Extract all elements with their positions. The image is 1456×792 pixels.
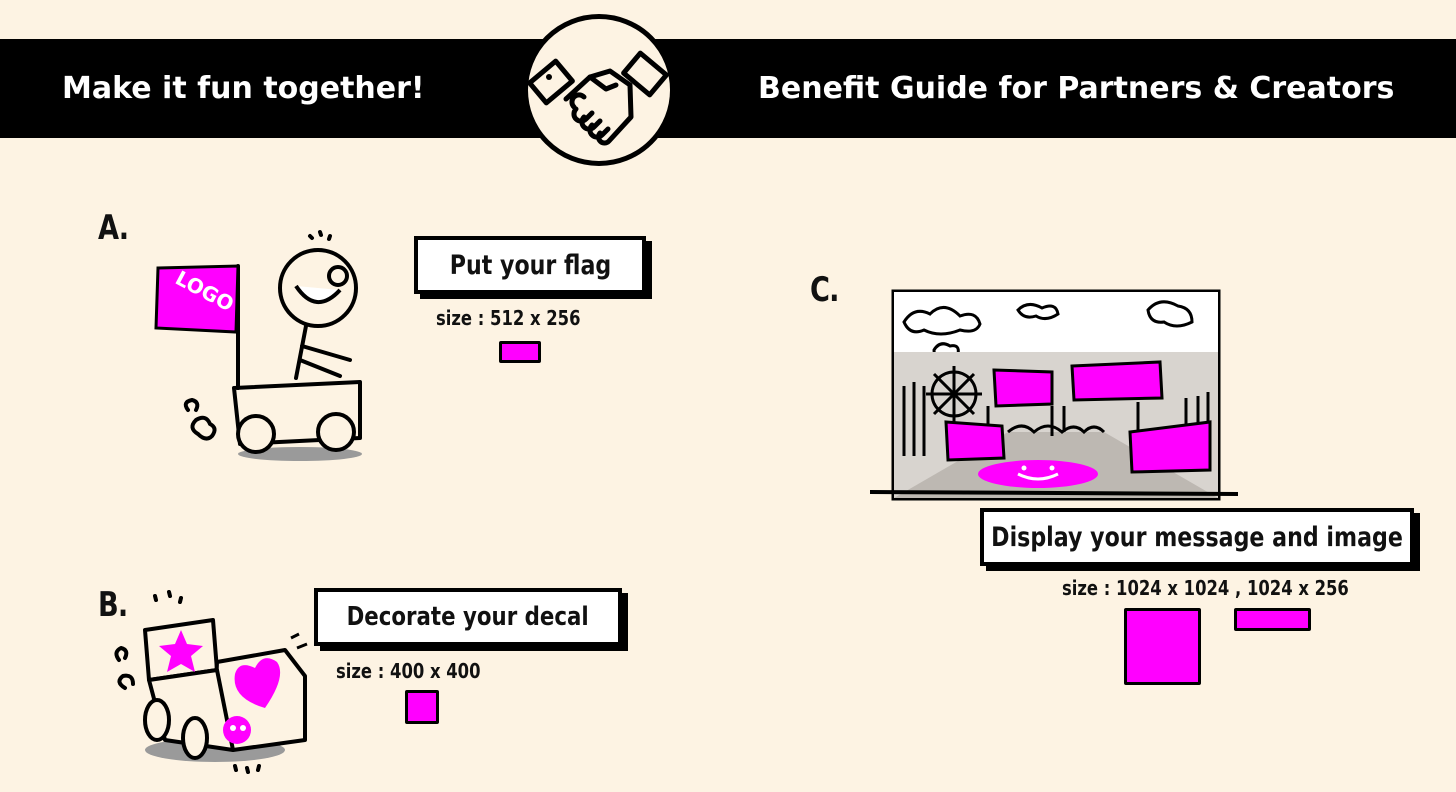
header-banner: Make it fun together! Benefit Guide for … [0, 39, 1456, 138]
callout-decorate-decal: Decorate your decal [314, 588, 622, 646]
section-c-letter: C. [810, 270, 839, 310]
callout-display-message: Display your message and image [980, 508, 1414, 566]
size-label-decal: size : 400 x 400 [336, 659, 481, 683]
decal-truck-illustration [114, 590, 308, 774]
flag-go-kart-illustration: LOGO [154, 230, 362, 461]
callout-display-message-label: Display your message and image [991, 521, 1403, 553]
callout-decorate-decal-label: Decorate your decal [346, 602, 590, 632]
decal-size-swatch [405, 690, 439, 724]
callout-put-flag: Put your flag [414, 236, 646, 294]
flag-size-swatch [499, 341, 541, 363]
banner-right-title: Benefit Guide for Partners & Creators [758, 71, 1395, 106]
section-b-letter: B. [98, 585, 128, 625]
callout-put-flag-label: Put your flag [449, 249, 611, 281]
size-label-flag: size : 512 x 256 [436, 306, 581, 330]
message-square-swatch [1124, 608, 1201, 685]
size-label-message: size : 1024 x 1024 , 1024 x 256 [1062, 576, 1349, 600]
message-banner-swatch [1234, 608, 1311, 631]
section-a-letter: A. [98, 208, 129, 248]
game-scene-illustration [869, 289, 1239, 501]
handshake-emblem [523, 14, 675, 166]
banner-left-title: Make it fun together! [62, 71, 425, 106]
handshake-icon [528, 50, 669, 146]
